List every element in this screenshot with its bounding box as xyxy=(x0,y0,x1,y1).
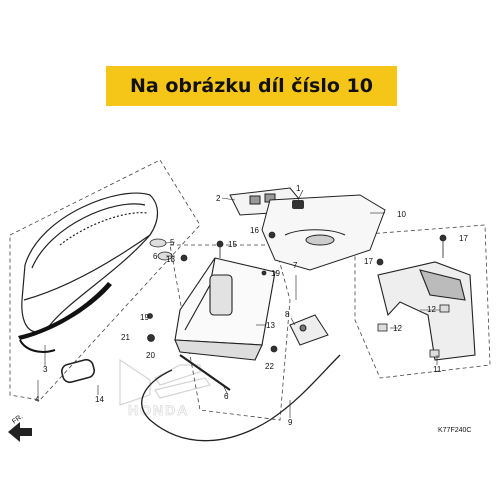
luggage-group-frame xyxy=(169,244,291,421)
luggage-box-part xyxy=(174,257,276,361)
banner-text: Na obrázku díl číslo 10 xyxy=(130,75,373,97)
callout-3: 2 xyxy=(216,194,221,203)
callout-16: 16 xyxy=(250,226,259,235)
callout-6a: 5 xyxy=(170,238,175,247)
part-number-banner: Na obrázku díl číslo 10 xyxy=(106,66,397,106)
fastener-parts xyxy=(147,231,450,358)
callout-5: 4 xyxy=(35,395,40,404)
callout-12a: 12 xyxy=(393,324,402,333)
callout-11: 11 xyxy=(433,365,442,374)
cover-cap-part xyxy=(292,200,304,209)
callout-15: 15 xyxy=(228,240,237,249)
honda-watermark-text: HONDA xyxy=(128,402,189,418)
long-bolt-part xyxy=(179,354,231,391)
callout-17a: 17 xyxy=(459,234,468,243)
callout-labels: 1 10 2 3 4 5 6 6 7 8 9 11 12 12 13 14 15… xyxy=(35,184,468,427)
seat-lock-cable-part xyxy=(141,354,341,442)
front-arrow-icon xyxy=(8,422,32,442)
callout-8: 7 xyxy=(293,261,298,270)
callout-13: 13 xyxy=(266,321,275,330)
honda-watermark: HONDA xyxy=(119,358,211,418)
callout-17b: 17 xyxy=(364,257,373,266)
callout-7: 6 xyxy=(224,392,229,401)
seat-gasket-curve xyxy=(19,339,56,353)
callout-12b: 12 xyxy=(427,305,436,314)
seat-lock-part xyxy=(289,314,329,346)
rear-grip-part xyxy=(377,261,476,361)
seat-group-frame xyxy=(9,159,201,401)
seat-gasket-part xyxy=(18,282,112,340)
grip-group-frame xyxy=(354,224,491,379)
callout-18: 18 xyxy=(166,255,175,264)
callout-10: 9 xyxy=(288,418,293,427)
callout-4: 3 xyxy=(43,365,48,374)
seat-part xyxy=(21,192,159,333)
callout-9: 8 xyxy=(285,310,290,319)
front-direction-marker: FR. xyxy=(8,413,32,442)
callout-19a: 19 xyxy=(271,269,280,278)
callout-1: 1 xyxy=(296,184,301,193)
callout-14: 14 xyxy=(95,395,104,404)
callout-19b: 19 xyxy=(140,313,149,322)
callout-22: 22 xyxy=(265,362,274,371)
callout-21: 21 xyxy=(121,333,130,342)
leader-lines xyxy=(37,189,440,418)
callout-2: 10 xyxy=(397,210,406,219)
reference-code: K77F240C xyxy=(438,427,471,434)
callout-20: 20 xyxy=(146,351,155,360)
tool-tray-lid-part xyxy=(60,358,96,384)
front-label: FR. xyxy=(11,413,24,425)
rear-upper-cover-part xyxy=(261,194,386,271)
callout-6b: 6 xyxy=(153,252,158,261)
